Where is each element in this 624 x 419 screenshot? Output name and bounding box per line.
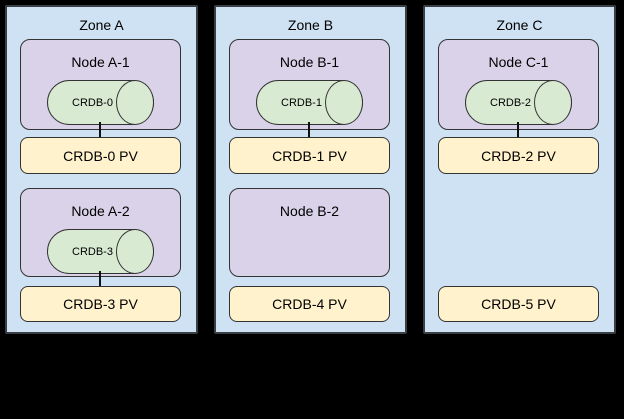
pv-crdb-4: CRDB-4 PV <box>229 286 390 322</box>
pod-crdb-1-label: CRDB-1 <box>281 96 322 109</box>
node-c-1-title: Node C-1 <box>488 54 549 70</box>
pod-crdb-2-cylinder: CRDB-2 <box>465 80 572 125</box>
zone-a: Zone A Node A-1 CRDB-0 CRDB-0 PV Node A-… <box>5 5 198 334</box>
zone-c: Zone C Node C-1 CRDB-2 CRDB-2 PV CRDB-5 … <box>423 5 616 334</box>
pod-crdb-3-label: CRDB-3 <box>72 245 113 258</box>
cylinder-end-cap-icon <box>116 229 154 274</box>
node-b-2-title: Node B-2 <box>279 203 340 219</box>
pv-crdb-0-label: CRDB-0 PV <box>63 147 138 164</box>
node-b-2: Node B-2 <box>229 188 390 277</box>
pod-crdb-3-cylinder: CRDB-3 <box>47 229 154 274</box>
node-b-1: Node B-1 CRDB-1 <box>229 39 390 130</box>
pod-crdb-0-label: CRDB-0 <box>72 96 113 109</box>
pv-crdb-3: CRDB-3 PV <box>20 286 181 322</box>
connector-crdb-3-to-pv <box>99 271 101 287</box>
zone-b: Zone B Node B-1 CRDB-1 CRDB-1 PV Node B-… <box>214 5 407 334</box>
node-b-1-title: Node B-1 <box>279 54 340 70</box>
cylinder-end-cap-icon <box>534 80 572 125</box>
zone-b-title: Zone B <box>287 17 334 33</box>
pv-crdb-2: CRDB-2 PV <box>438 137 599 174</box>
pod-crdb-0-cylinder: CRDB-0 <box>47 80 154 125</box>
node-a-2: Node A-2 CRDB-3 <box>20 188 181 277</box>
pv-crdb-3-label: CRDB-3 PV <box>63 296 138 312</box>
pv-crdb-1-label: CRDB-1 PV <box>272 147 347 164</box>
zone-a-title: Zone A <box>79 17 124 33</box>
pv-crdb-5-label: CRDB-5 PV <box>481 296 556 312</box>
cylinder-end-cap-icon <box>325 80 363 125</box>
connector-crdb-0-to-pv <box>99 122 101 138</box>
pod-crdb-1-cylinder: CRDB-1 <box>256 80 363 125</box>
cylinder-end-cap-icon <box>116 80 154 125</box>
pv-crdb-2-label: CRDB-2 PV <box>481 147 556 164</box>
connector-crdb-2-to-pv <box>517 122 519 138</box>
node-a-2-title: Node A-2 <box>71 203 130 219</box>
pv-crdb-0: CRDB-0 PV <box>20 137 181 174</box>
node-a-1: Node A-1 CRDB-0 <box>20 39 181 130</box>
pv-crdb-4-label: CRDB-4 PV <box>272 296 347 312</box>
pv-crdb-5: CRDB-5 PV <box>438 286 599 322</box>
pod-crdb-2-label: CRDB-2 <box>490 96 531 109</box>
connector-crdb-1-to-pv <box>308 122 310 138</box>
pv-crdb-1: CRDB-1 PV <box>229 137 390 174</box>
zone-c-title: Zone C <box>496 17 543 33</box>
node-c-1: Node C-1 CRDB-2 <box>438 39 599 130</box>
node-a-1-title: Node A-1 <box>71 54 130 70</box>
